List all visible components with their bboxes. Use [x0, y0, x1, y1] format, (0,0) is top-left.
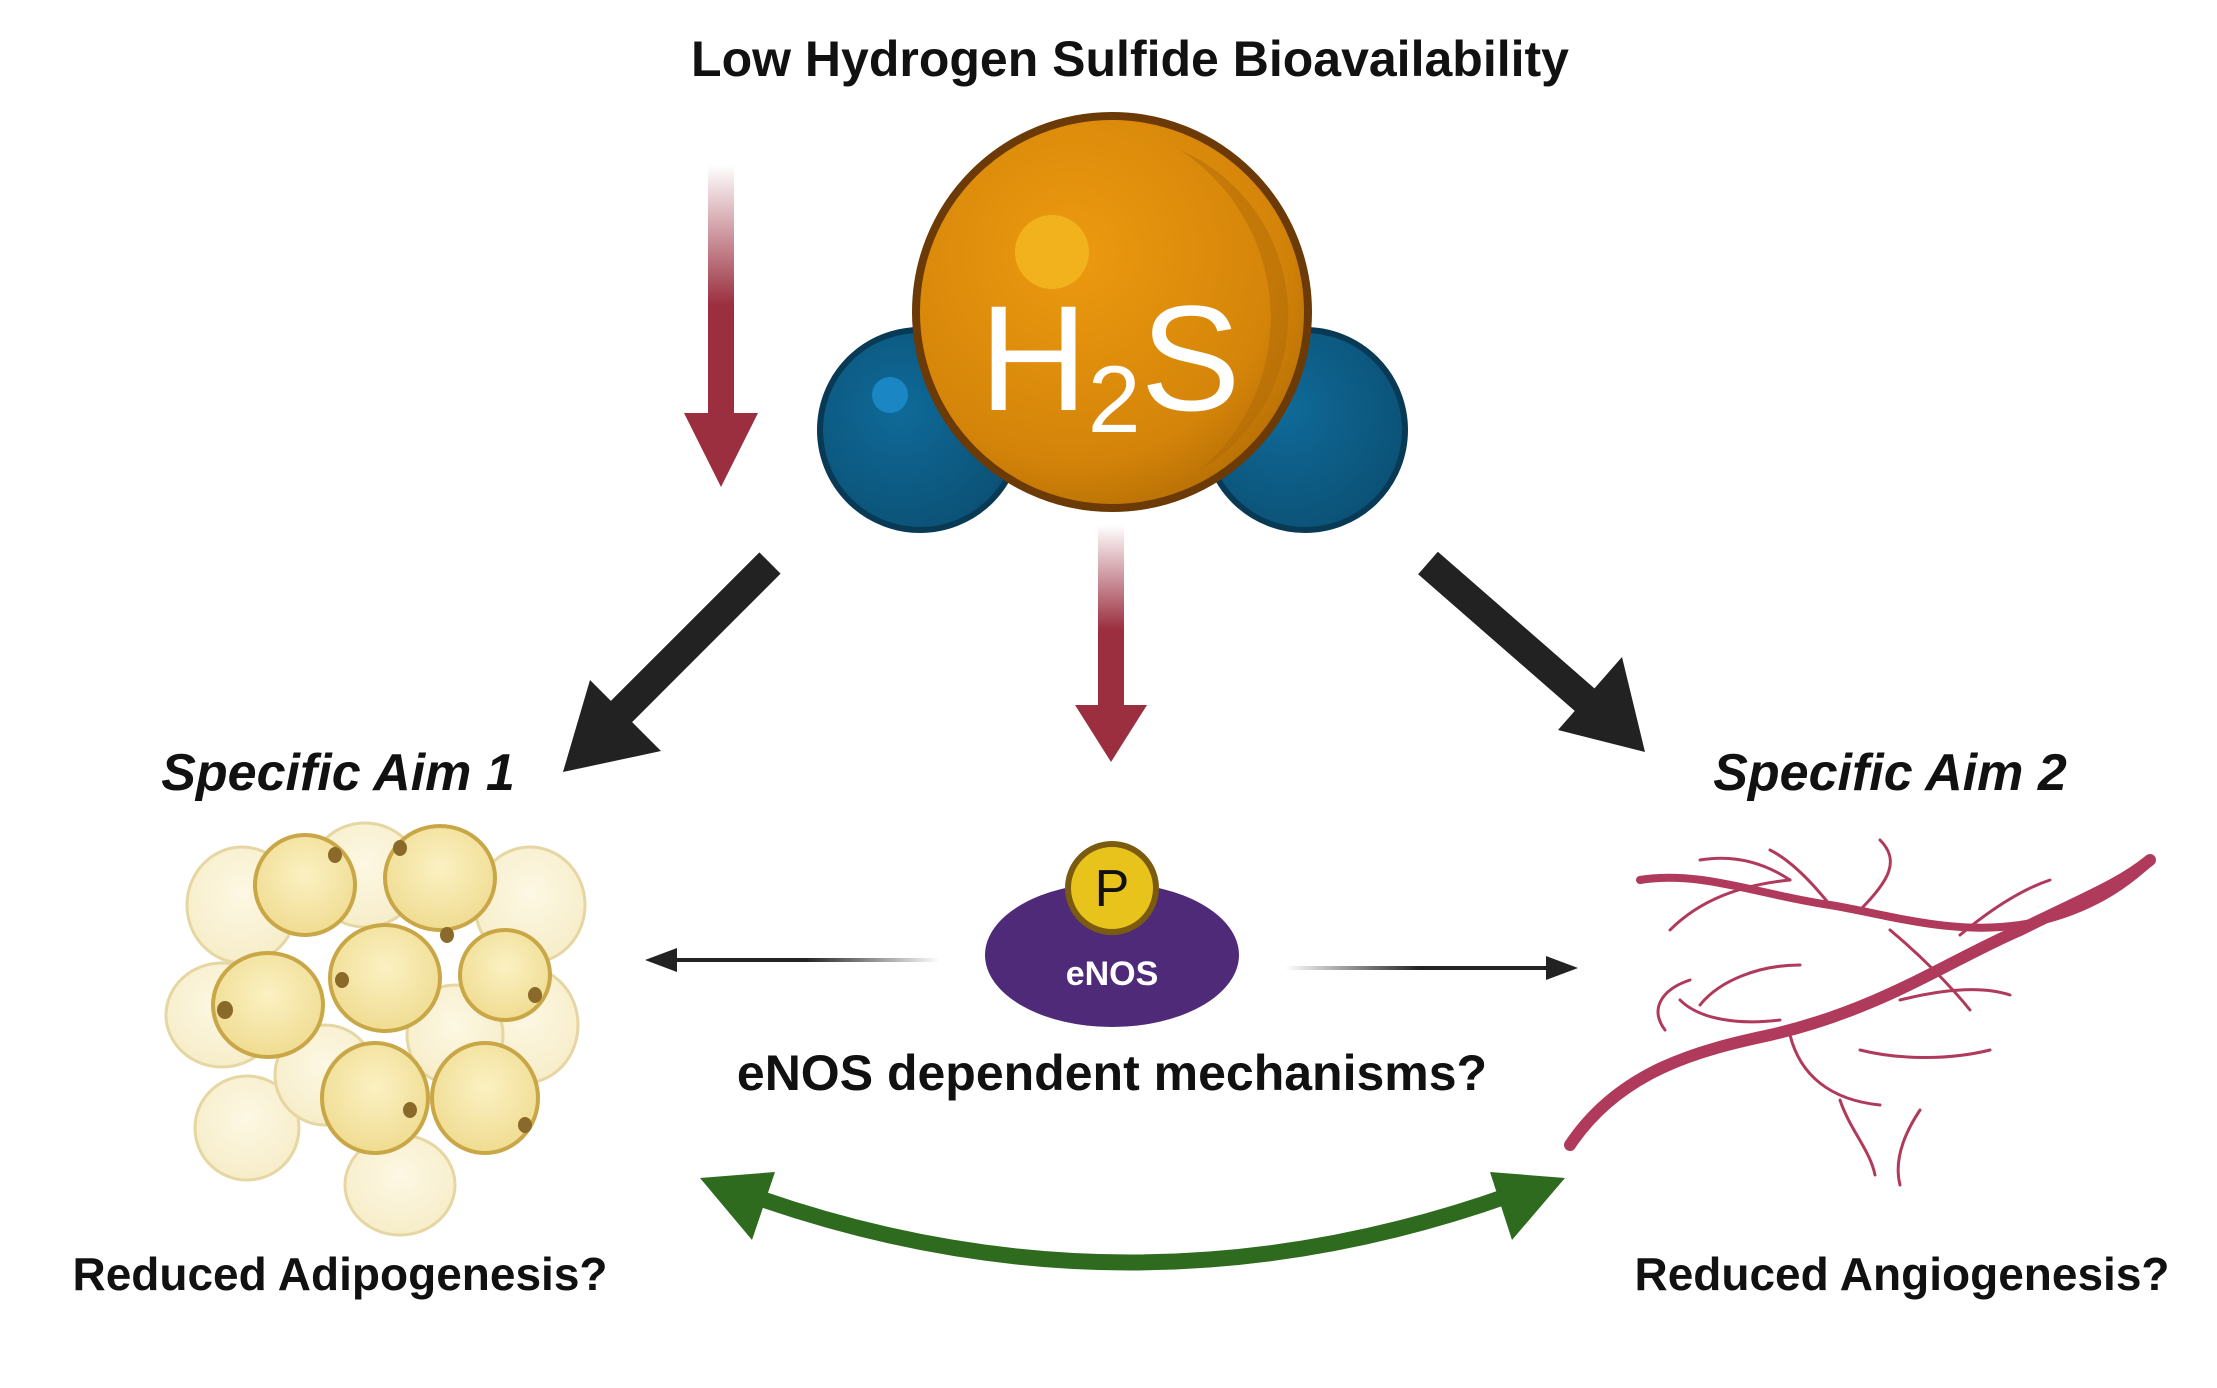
aim1-heading: Specific Aim 1: [161, 744, 515, 802]
aim1-outcome: Reduced Adipogenesis?: [72, 1248, 607, 1300]
black-arrow-to-aim1: [563, 552, 781, 772]
blood-vessels-icon: [1564, 838, 2156, 1187]
aim2-outcome: Reduced Angiogenesis?: [1634, 1248, 2169, 1300]
h2s-formula-subscript: 2: [1088, 347, 1141, 453]
h2s-formula-s: S: [1141, 274, 1241, 442]
h2s-molecule-icon: H2S: [817, 112, 1408, 533]
red-arrow-down-left: [684, 165, 758, 487]
h2s-formula-h: H: [979, 274, 1087, 442]
red-arrow-down-center: [1075, 525, 1147, 762]
thin-arrow-to-fat-cells: [645, 948, 940, 972]
black-arrow-to-aim2: [1418, 551, 1645, 752]
fat-cells-icon: [164, 821, 587, 1237]
diagram-title: Low Hydrogen Sulfide Bioavailability: [691, 31, 1569, 87]
h2s-formula: H2S: [979, 274, 1240, 453]
phosphate-label: P: [1095, 860, 1130, 918]
green-double-arrow: [700, 1172, 1565, 1271]
aim2-heading: Specific Aim 2: [1713, 744, 2067, 802]
enos-label: eNOS: [1066, 955, 1159, 993]
phosphate-icon: P: [1065, 841, 1159, 935]
thin-arrow-to-vessels: [1285, 956, 1578, 980]
enos-protein-icon: eNOS: [985, 883, 1239, 1027]
enos-caption: eNOS dependent mechanisms?: [737, 1045, 1487, 1101]
